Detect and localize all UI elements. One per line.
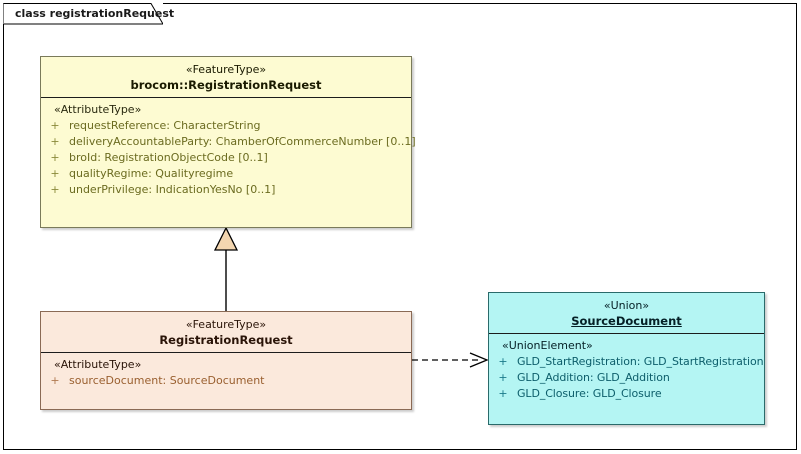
attribute-group-label: «AttributeType» (54, 358, 142, 371)
attribute-row[interactable]: + GLD_Closure: GLD_Closure (489, 386, 764, 402)
attribute-text: GLD_StartRegistration: GLD_StartRegistra… (517, 355, 764, 368)
attribute-row[interactable]: + qualityRegime: Qualityregime (41, 166, 411, 182)
attribute-row[interactable]: + deliveryAccountableParty: ChamberOfCom… (41, 134, 415, 150)
class-header: «Union» SourceDocument (489, 293, 764, 333)
class-stereotype: «FeatureType» (185, 318, 267, 331)
attribute-text: qualityRegime: Qualityregime (69, 167, 234, 180)
class-attributes: «AttributeType» + requestReference: Char… (41, 98, 415, 198)
attribute-row[interactable]: + GLD_StartRegistration: GLD_StartRegist… (489, 354, 764, 370)
attribute-text: broId: RegistrationObjectCode [0..1] (69, 151, 268, 164)
attribute-visibility: + (498, 355, 508, 368)
diagram-frame-tab: class registrationRequest (3, 3, 174, 25)
class-attributes: «UnionElement» + GLD_StartRegistration: … (489, 334, 764, 402)
attribute-text: sourceDocument: SourceDocument (69, 374, 265, 387)
attribute-visibility: + (50, 135, 60, 148)
class-header: «FeatureType» brocom::RegistrationReques… (41, 57, 411, 97)
attribute-group-label: «AttributeType» (54, 103, 142, 116)
class-box-brocom-registrationrequest[interactable]: «FeatureType» brocom::RegistrationReques… (40, 56, 416, 228)
class-box-sourcedocument[interactable]: «Union» SourceDocument «UnionElement» + … (488, 292, 765, 425)
class-name: SourceDocument (571, 314, 682, 328)
generalization-connector[interactable] (213, 226, 239, 311)
attribute-visibility: + (498, 371, 508, 384)
class-name: RegistrationRequest (159, 333, 293, 347)
attribute-text: requestReference: CharacterString (69, 119, 261, 132)
attribute-row[interactable]: + requestReference: CharacterString (41, 118, 411, 134)
diagram-title: class registrationRequest (15, 7, 175, 20)
attribute-row[interactable]: + sourceDocument: SourceDocument (41, 373, 411, 389)
attribute-visibility: + (50, 374, 60, 387)
class-name: brocom::RegistrationRequest (130, 78, 322, 92)
attribute-text: GLD_Addition: GLD_Addition (517, 371, 670, 384)
class-header: «FeatureType» RegistrationRequest (41, 312, 411, 352)
class-divider (41, 352, 411, 353)
class-stereotype: «Union» (603, 299, 650, 312)
class-attributes: «AttributeType» + sourceDocument: Source… (41, 353, 411, 389)
dependency-arrowhead (469, 352, 489, 368)
attribute-text: deliveryAccountableParty: ChamberOfComme… (69, 135, 416, 148)
attribute-text: GLD_Closure: GLD_Closure (517, 387, 662, 400)
attribute-visibility: + (50, 151, 60, 164)
class-divider (41, 97, 411, 98)
attribute-visibility: + (50, 119, 60, 132)
attribute-row[interactable]: + GLD_Addition: GLD_Addition (489, 370, 764, 386)
attribute-row[interactable]: + underPrivilege: IndicationYesNo [0..1] (41, 182, 411, 198)
attribute-visibility: + (498, 387, 508, 400)
attribute-row[interactable]: + broId: RegistrationObjectCode [0..1] (41, 150, 411, 166)
class-divider (489, 333, 764, 334)
class-box-registrationrequest[interactable]: «FeatureType» RegistrationRequest «Attri… (40, 311, 412, 410)
dependency-connector[interactable] (412, 352, 489, 368)
generalization-arrowhead (213, 226, 239, 251)
frame-tab-shape (3, 3, 163, 25)
attribute-visibility: + (50, 167, 60, 180)
attribute-visibility: + (50, 183, 60, 196)
attribute-group-label: «UnionElement» (502, 339, 593, 352)
class-stereotype: «FeatureType» (185, 63, 267, 76)
attribute-text: underPrivilege: IndicationYesNo [0..1] (69, 183, 276, 196)
